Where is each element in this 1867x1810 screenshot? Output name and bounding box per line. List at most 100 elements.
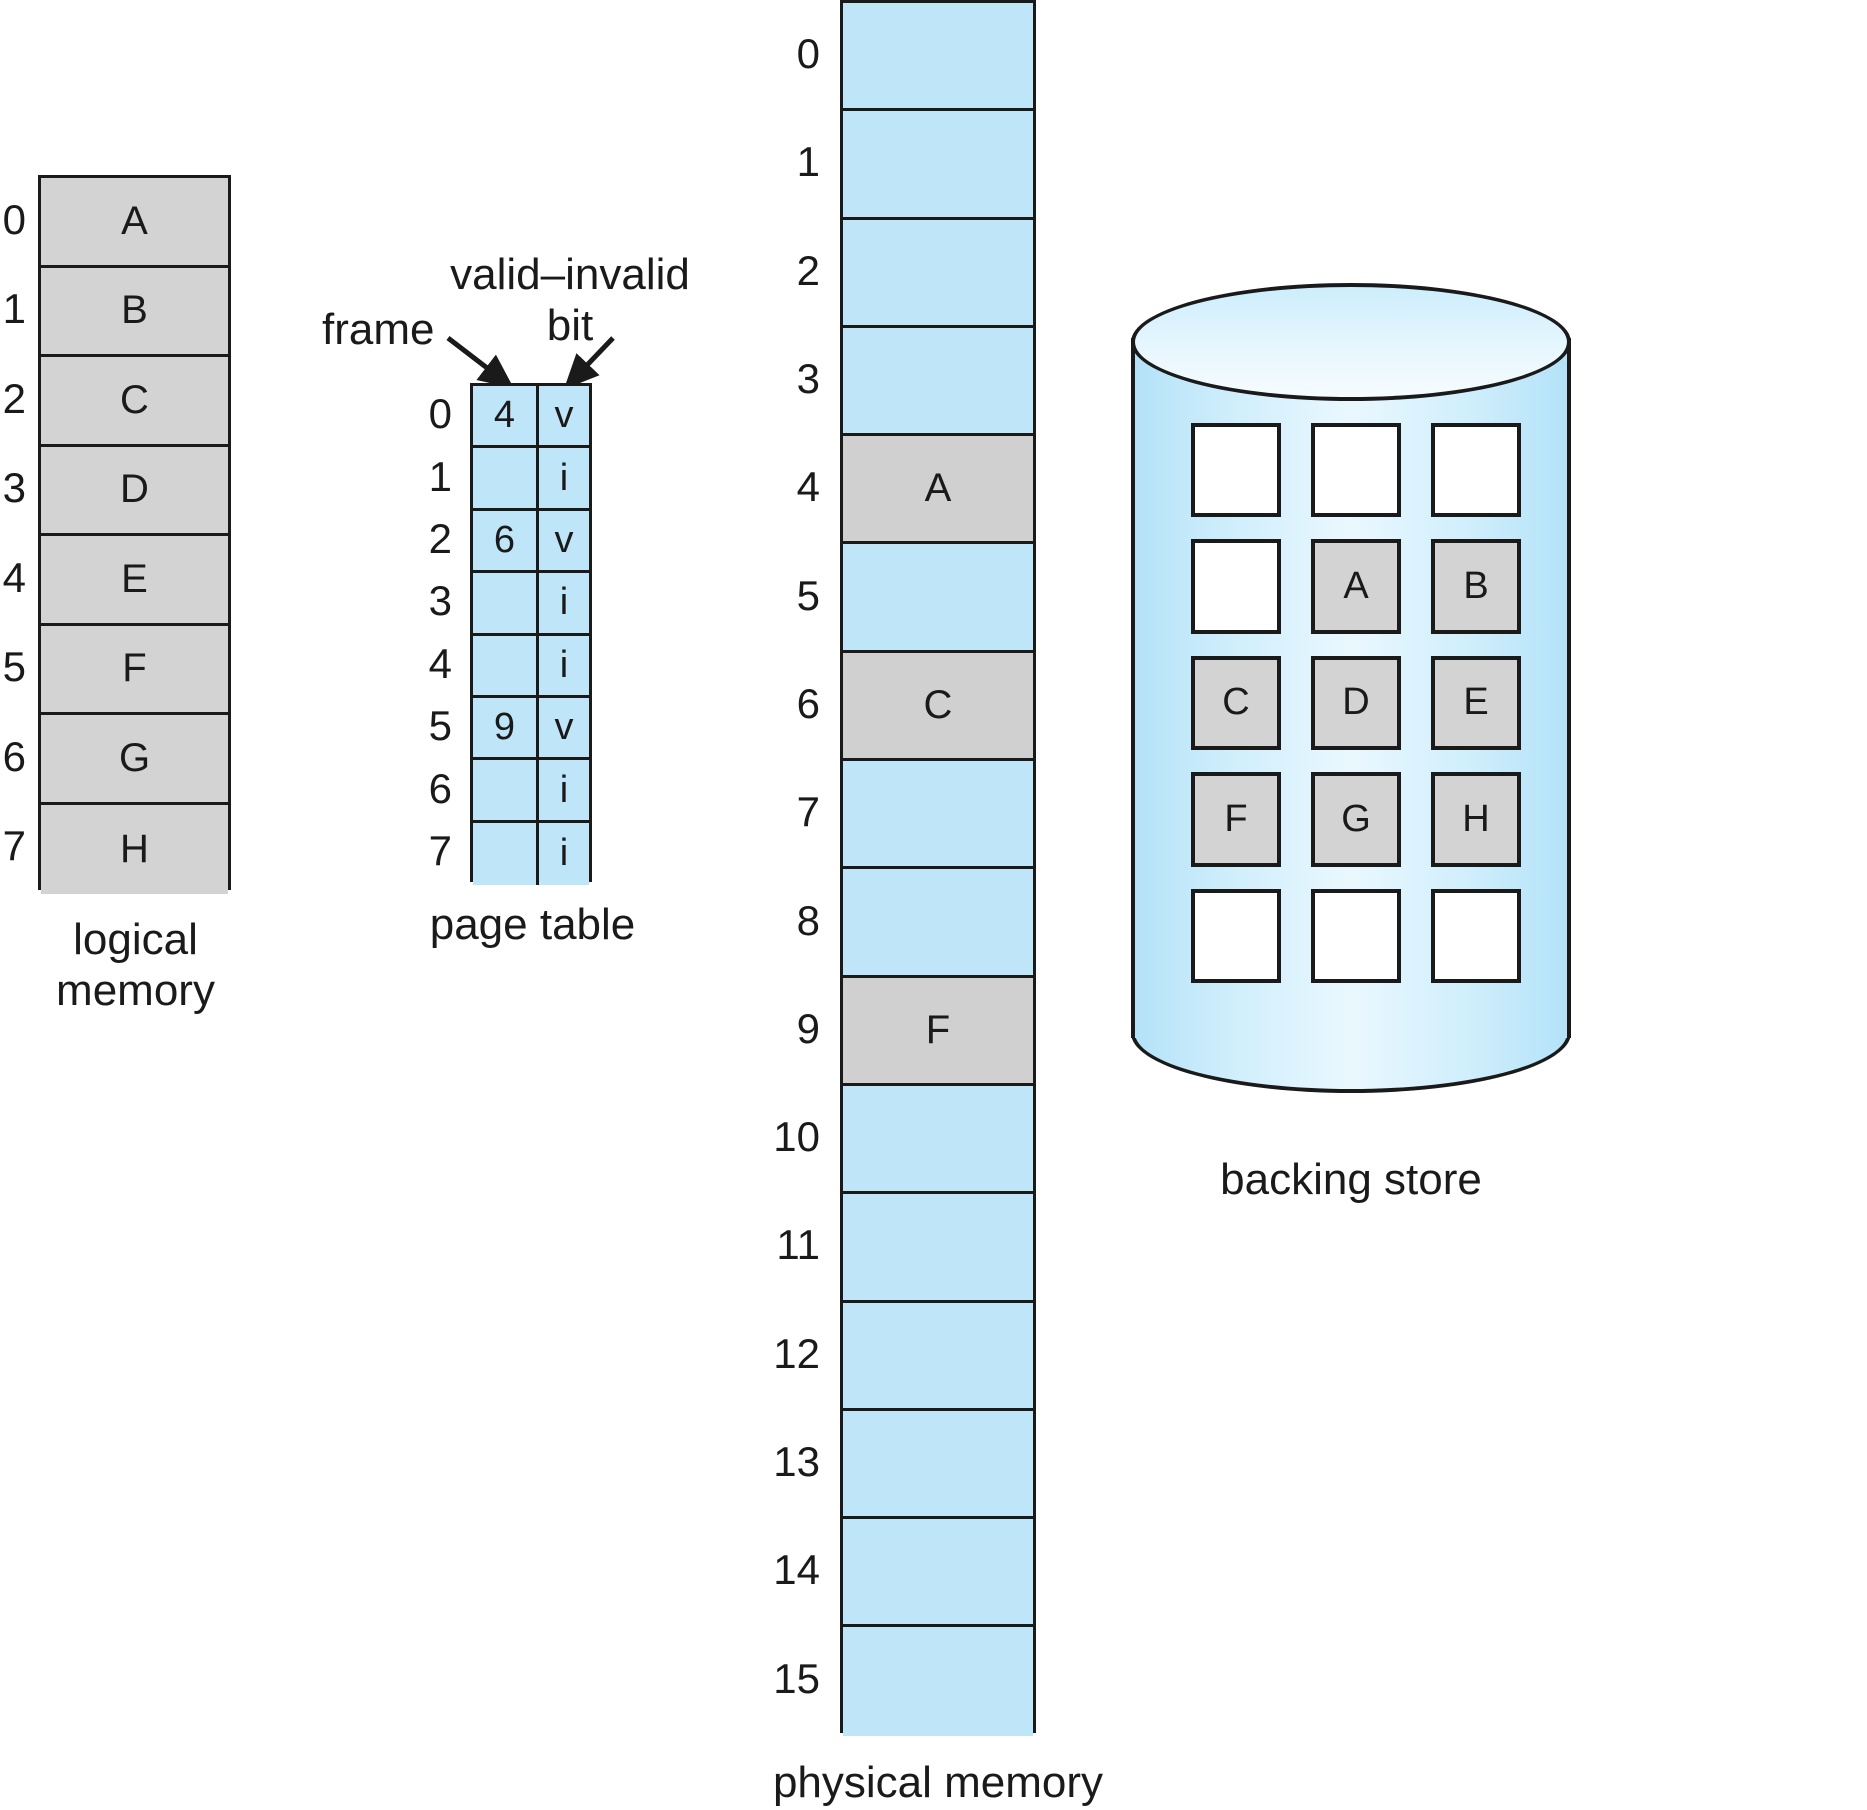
physical-memory-index: 8 — [796, 896, 820, 944]
backing-store-slot: D — [1311, 655, 1401, 751]
physical-memory-index: 1 — [796, 138, 820, 186]
backing-store-cylinder: A B C D E F G H — [1131, 283, 1571, 1093]
backing-store-slot — [1311, 888, 1401, 983]
page-table-frame-cell: 6 — [473, 510, 539, 571]
backing-store-grid: A B C D E F G H — [1191, 423, 1521, 983]
logical-memory-index: 2 — [2, 374, 26, 422]
physical-memory-index: 0 — [796, 30, 820, 78]
page-table-index: 2 — [428, 514, 452, 562]
logical-memory-index: 4 — [2, 553, 26, 601]
backing-store-slot — [1191, 539, 1281, 634]
backing-store-slot: G — [1311, 772, 1401, 867]
physical-memory-index: 3 — [796, 355, 820, 403]
logical-memory-index: 3 — [2, 464, 26, 512]
physical-memory-frame — [843, 1519, 1033, 1628]
page-table-frame-cell: 4 — [473, 386, 539, 446]
logical-memory-index-column: 0 1 2 3 4 5 6 7 — [0, 175, 26, 890]
page-table-frame-cell — [473, 635, 539, 695]
logical-memory-page: E — [41, 536, 228, 626]
backing-store-caption: backing store — [1220, 1155, 1482, 1204]
backing-store-slot: B — [1431, 539, 1521, 634]
backing-store-slot — [1191, 888, 1281, 983]
page-table-row: i — [473, 573, 589, 636]
logical-memory-caption-line2: memory — [56, 965, 215, 1015]
physical-memory-index-column: 0 1 2 3 4 5 6 7 8 9 10 11 12 13 14 15 — [773, 0, 820, 1733]
physical-memory-index: 6 — [796, 679, 820, 727]
physical-memory-index: 15 — [773, 1654, 820, 1702]
backing-store-slot: A — [1311, 539, 1401, 634]
physical-memory-index: 7 — [796, 788, 820, 836]
page-table-index-column: 0 1 2 3 4 5 6 7 — [420, 383, 452, 882]
backing-store-slot — [1311, 423, 1401, 518]
physical-memory-frame — [843, 1302, 1033, 1411]
page-table-bit-cell: i — [539, 448, 589, 508]
page-table-row: 4 v — [473, 386, 589, 449]
physical-memory-frame — [843, 1627, 1033, 1736]
logical-memory-index: 1 — [2, 285, 26, 333]
physical-memory-frame — [843, 1410, 1033, 1520]
page-table-bit-cell: v — [539, 697, 589, 758]
logical-memory-page: A — [41, 178, 228, 268]
backing-store-slot: E — [1431, 655, 1521, 751]
physical-memory-frame — [843, 1194, 1033, 1303]
physical-memory-frame — [843, 327, 1033, 437]
physical-memory-frame: F — [843, 977, 1033, 1086]
logical-memory-caption: logical memory — [18, 915, 253, 1016]
physical-memory-index: 11 — [776, 1221, 820, 1269]
page-table-row: i — [473, 822, 589, 886]
page-table-frame-cell — [473, 448, 539, 508]
physical-memory-frame — [843, 761, 1033, 870]
page-table-index: 7 — [428, 826, 452, 874]
logical-memory-page: D — [41, 446, 228, 536]
backing-store-slot — [1191, 423, 1281, 518]
page-table-bit-cell: v — [539, 386, 589, 446]
physical-memory-frame — [843, 869, 1033, 978]
logical-memory-page: H — [41, 804, 228, 894]
backing-store-slot: F — [1191, 772, 1281, 867]
physical-memory-frame — [843, 219, 1033, 328]
page-table-bit-cell: i — [539, 760, 589, 820]
page-table-frame-cell: 9 — [473, 697, 539, 758]
page-table-row: i — [473, 635, 589, 698]
page-table-index: 1 — [428, 452, 452, 500]
logical-memory-caption-line1: logical — [73, 915, 198, 964]
page-table-index: 4 — [428, 639, 452, 687]
valid-invalid-bit-pointer-arrow-icon — [563, 336, 615, 390]
page-table-caption: page table — [429, 900, 636, 949]
logical-memory-page: C — [41, 357, 228, 447]
physical-memory-caption: physical memory — [772, 1758, 1104, 1807]
page-table-row: 6 v — [473, 510, 589, 574]
physical-memory-index: 13 — [773, 1438, 820, 1486]
physical-memory-index: 12 — [773, 1329, 820, 1377]
page-table-bit-cell: v — [539, 510, 589, 571]
page-table-frame-cell — [473, 760, 539, 820]
backing-store-slot — [1431, 888, 1521, 983]
page-table-index: 0 — [428, 390, 452, 438]
logical-memory-page: F — [41, 625, 228, 715]
physical-memory-block: A C F — [840, 0, 1036, 1736]
physical-memory-frame — [843, 3, 1033, 112]
page-table-index: 5 — [428, 702, 452, 750]
page-table-row: i — [473, 760, 589, 823]
physical-memory-frame: A — [843, 436, 1033, 545]
page-table-block: 4 v i 6 v i i 9 v i i — [470, 383, 592, 886]
physical-memory-index: 14 — [773, 1546, 820, 1594]
logical-memory-page: B — [41, 267, 228, 357]
physical-memory-index: 4 — [796, 463, 820, 511]
page-table-row: 9 v — [473, 697, 589, 761]
logical-memory-block: A B C D E F G H — [38, 175, 231, 894]
valid-invalid-bit-label-line2: bit — [546, 300, 594, 350]
physical-memory-frame — [843, 111, 1033, 220]
logical-memory-index: 0 — [2, 195, 26, 243]
page-table-frame-cell — [473, 822, 539, 886]
page-table-bit-cell: i — [539, 822, 589, 886]
physical-memory-frame — [843, 1085, 1033, 1195]
valid-invalid-bit-label: valid–invalid bit — [450, 250, 690, 351]
frame-pointer-arrow-icon — [446, 336, 514, 389]
backing-store-slot: H — [1431, 772, 1521, 867]
cylinder-top-ellipse — [1131, 283, 1571, 401]
logical-memory-index: 5 — [2, 643, 26, 691]
physical-memory-index: 9 — [796, 1004, 820, 1052]
backing-store-slot — [1431, 423, 1521, 518]
physical-memory-index: 10 — [773, 1113, 820, 1161]
